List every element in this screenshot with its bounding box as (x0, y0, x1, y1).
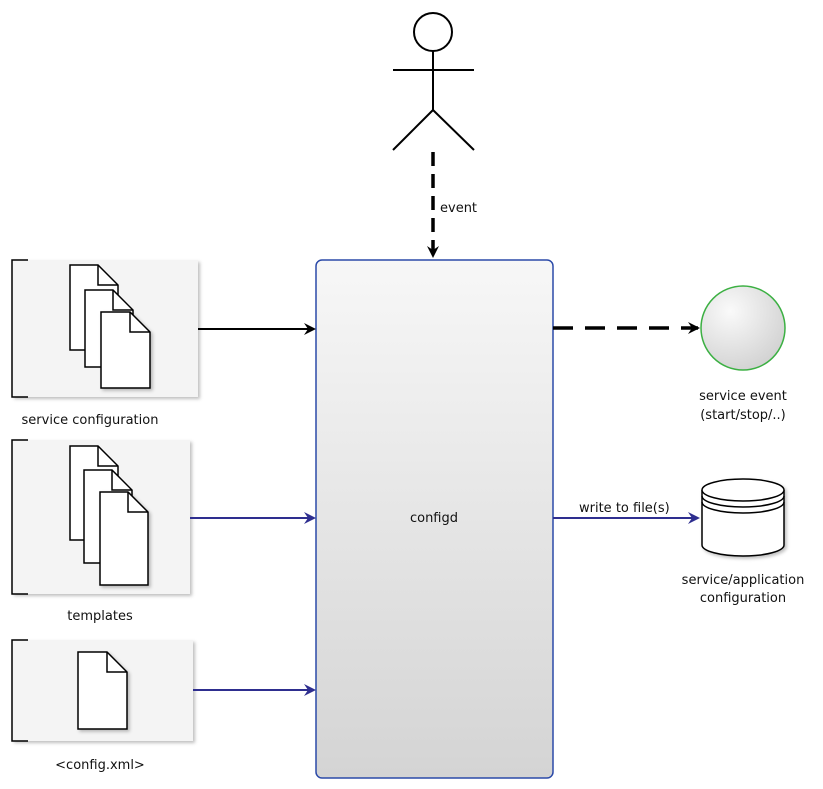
write-to-files-label: write to file(s) (579, 501, 670, 516)
actor-icon (392, 12, 475, 151)
service-configuration-label: service configuration (22, 413, 159, 428)
event-label: event (440, 201, 477, 216)
config-xml-label: <config.xml> (55, 758, 145, 773)
event-circle-icon (700, 285, 786, 371)
input-config-xml (11, 639, 193, 742)
database-icon (701, 478, 785, 557)
multi-document-icon (69, 445, 149, 586)
service-application-label: service/application (682, 573, 805, 588)
service-application-sublabel: configuration (700, 591, 786, 606)
input-service-configuration (11, 259, 198, 398)
templates-label: templates (67, 609, 133, 624)
service-event-label: service event (699, 389, 787, 404)
input-templates (11, 439, 190, 595)
service-event-sublabel: (start/stop/..) (700, 408, 786, 423)
configd-label: configd (410, 511, 458, 526)
document-icon (77, 651, 128, 730)
multi-document-icon (69, 264, 151, 389)
